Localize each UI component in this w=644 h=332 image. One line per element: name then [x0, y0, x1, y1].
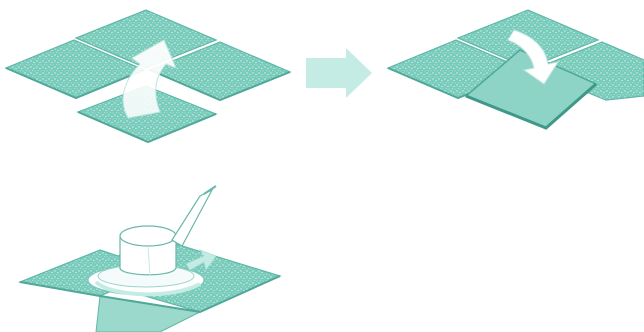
lift-tile-step	[6, 10, 290, 142]
lay-new-tile-step	[388, 10, 644, 128]
arrow-right-icon	[306, 48, 372, 98]
heat-adhesive-step	[20, 186, 280, 332]
